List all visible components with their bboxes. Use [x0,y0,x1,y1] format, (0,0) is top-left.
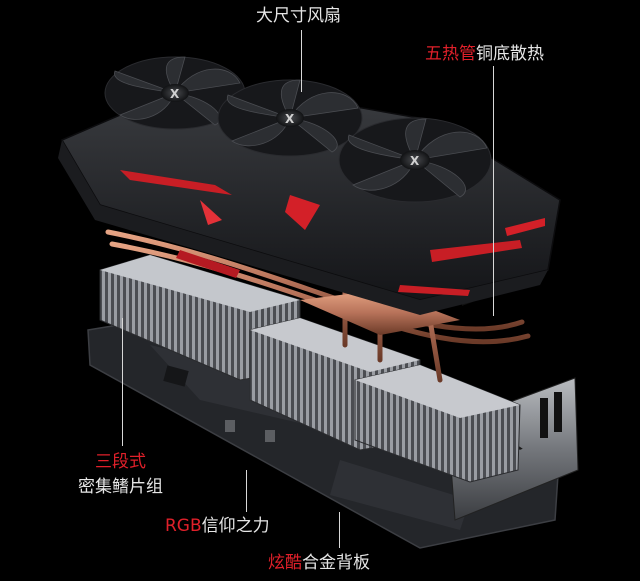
fan-middle: X [217,79,363,157]
copper-base [300,290,460,335]
leader-line-heatpipe [493,66,494,316]
label-large-fans-text: 大尺寸风扇 [256,6,341,26]
fan-right: X [338,117,492,203]
fan-logo-x: X [170,87,180,101]
label-fins-highlight-line: 三段式 [95,452,146,472]
label-fins-rest-line: 密集鳍片组 [78,477,163,497]
label-rgb-highlight: RGB [165,516,202,536]
label-heatpipe-highlight: 五热管 [425,44,476,64]
label-heatpipe-rest: 铜底散热 [476,44,544,64]
fin-stack-right [354,364,521,483]
fan-logo-x: X [410,154,420,168]
leader-line-backplate [339,512,340,548]
label-rgb: RGB信仰之力 [165,516,270,536]
fan-left: X [104,56,246,130]
leader-line-rgb [246,470,247,512]
label-rgb-rest: 信仰之力 [201,516,270,536]
label-backplate-highlight: 炫酷 [268,553,302,573]
label-backplate-rest: 合金背板 [302,553,370,573]
leader-line-fan [301,30,302,92]
fan-logo-x: X [285,112,295,126]
label-fins-rest: 密集鳍片组 [78,477,163,497]
label-fins-highlight: 三段式 [95,452,146,472]
label-large-fans: 大尺寸风扇 [256,6,341,26]
label-heatpipe: 五热管铜底散热 [425,44,544,64]
leader-line-fins-h [122,318,123,446]
label-backplate: 炫酷合金背板 [268,553,370,573]
